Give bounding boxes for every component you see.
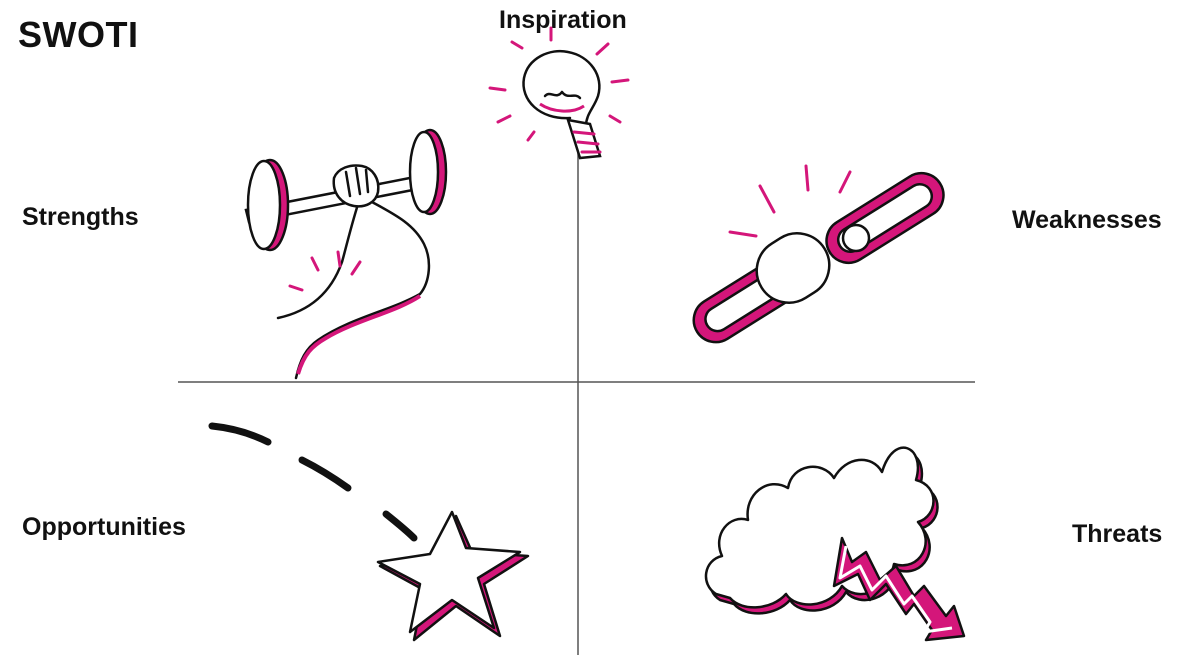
chain-ray bbox=[804, 164, 810, 192]
strength-ray bbox=[336, 250, 342, 268]
lightbulb-ray bbox=[595, 42, 610, 56]
lightbulb-ray bbox=[510, 40, 524, 50]
shooting-star-icon bbox=[208, 422, 530, 642]
lightbulb-ray bbox=[610, 78, 630, 84]
chain-link-ring bbox=[841, 223, 871, 253]
star-trail-dash bbox=[298, 456, 352, 492]
inspiration-label: Inspiration bbox=[499, 6, 627, 34]
chain-ray bbox=[758, 184, 776, 214]
lightbulb-ray bbox=[526, 130, 536, 142]
lightbulb-thread bbox=[572, 130, 602, 154]
star-trail-dash bbox=[208, 422, 272, 446]
page-title: SWOTI bbox=[18, 14, 139, 55]
star-body bbox=[376, 510, 522, 634]
lightbulb-ray bbox=[496, 114, 512, 124]
chain-link-middle bbox=[755, 232, 831, 304]
chain-ray bbox=[728, 230, 758, 238]
lightbulb-filament bbox=[543, 90, 582, 100]
lightbulb-glass bbox=[522, 49, 601, 128]
strength-ray bbox=[350, 260, 362, 276]
arm-outline bbox=[276, 196, 431, 380]
storm-cloud-icon bbox=[704, 446, 966, 642]
broken-chain-icon bbox=[692, 164, 945, 344]
arm-shadow bbox=[296, 294, 422, 375]
lightbulb-ray bbox=[488, 86, 507, 92]
lightning-highlight bbox=[838, 545, 953, 634]
lightbulb-icon bbox=[488, 26, 630, 160]
dumbbell-icon bbox=[244, 128, 448, 380]
weaknesses-label: Weaknesses bbox=[1012, 206, 1162, 234]
opportunities-label: Opportunities bbox=[22, 513, 186, 541]
dumbbell-plate-left-face bbox=[246, 159, 282, 251]
strength-ray bbox=[310, 256, 320, 272]
strength-ray bbox=[288, 284, 304, 292]
chain-ray bbox=[838, 170, 852, 194]
cloud-body bbox=[704, 446, 935, 609]
strengths-label: Strengths bbox=[22, 203, 139, 231]
fist-fingers bbox=[344, 166, 370, 198]
lightbulb-ray bbox=[608, 114, 622, 124]
dumbbell-plate-right-face bbox=[408, 130, 440, 214]
threats-label: Threats bbox=[1072, 520, 1163, 548]
lightbulb-base bbox=[566, 118, 602, 160]
star-trail-dash bbox=[382, 510, 418, 542]
lightbulb-glow bbox=[539, 102, 585, 113]
